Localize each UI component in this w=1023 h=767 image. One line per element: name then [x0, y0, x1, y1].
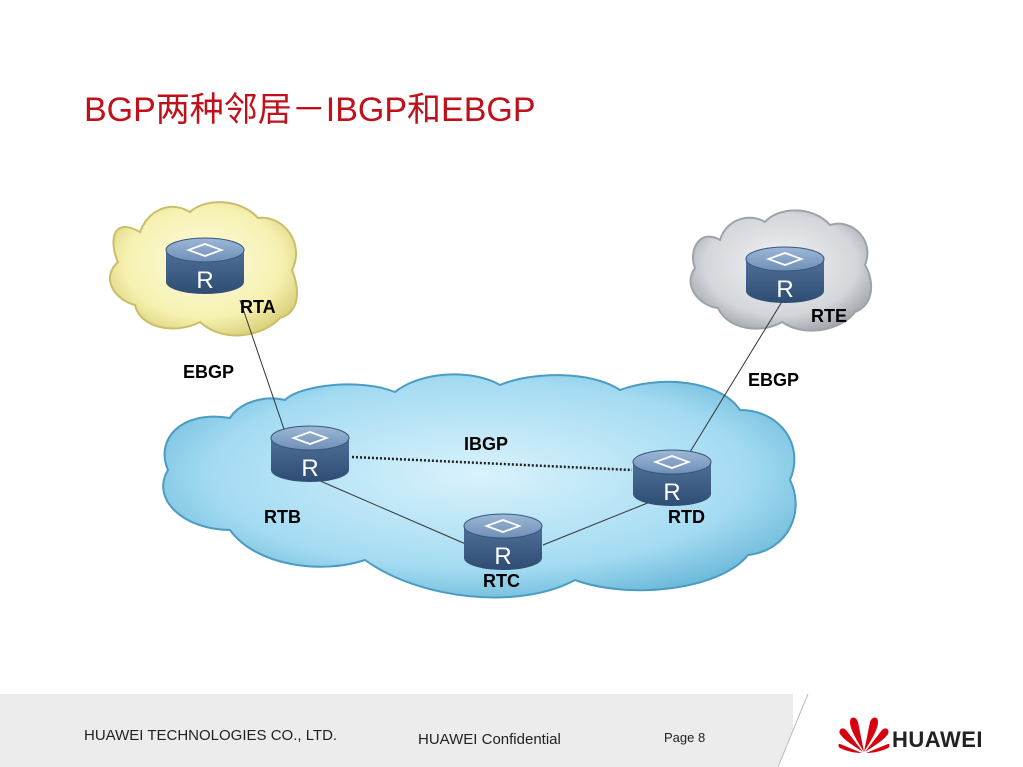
- router-rtd-r-letter: R: [663, 479, 680, 506]
- huawei-wordmark: HUAWEI: [892, 727, 983, 752]
- link-rte-rtd-ebgp: [689, 299, 784, 453]
- link-rtc-rtd: [542, 499, 656, 546]
- router-rte: R: [745, 246, 825, 303]
- huawei-logo-icon: [838, 717, 890, 753]
- router-rtb-r-letter: R: [301, 455, 318, 482]
- router-rta-r-letter: R: [196, 267, 213, 294]
- footer-confidential: HUAWEI Confidential: [418, 731, 561, 748]
- footer-logo-area: [793, 694, 1023, 767]
- footer-divider: [778, 694, 818, 767]
- link-rtb-rtd-ibgp: [351, 455, 633, 472]
- footer-company: HUAWEI TECHNOLOGIES CO., LTD.: [84, 727, 338, 744]
- router-label-rte: RTE: [811, 306, 847, 326]
- router-rtb: R: [270, 425, 350, 482]
- router-label-rtc: RTC: [483, 571, 520, 591]
- link-rta-rtb-ebgp: [239, 299, 286, 433]
- router-rta: R: [165, 237, 245, 294]
- router-rtc: R: [463, 513, 543, 570]
- bgp-topology-diagram: R R R R R RTA RTB RTC RTD RTE EBGP EBGP …: [108, 201, 873, 599]
- link-rtb-rtc: [317, 479, 469, 546]
- footer-page-number: Page 8: [664, 730, 706, 745]
- router-rte-r-letter: R: [776, 276, 793, 303]
- router-label-rtb: RTB: [264, 507, 301, 527]
- link-label-ebgp-left: EBGP: [183, 362, 234, 382]
- link-label-ibgp: IBGP: [464, 434, 508, 454]
- page-title: BGP两种邻居－IBGP和EBGP: [84, 91, 536, 129]
- link-label-ebgp-right: EBGP: [748, 370, 799, 390]
- router-rtd: R: [632, 449, 712, 506]
- router-rtc-r-letter: R: [494, 543, 511, 570]
- router-label-rtd: RTD: [668, 507, 705, 527]
- router-label-rta: RTA: [240, 297, 276, 317]
